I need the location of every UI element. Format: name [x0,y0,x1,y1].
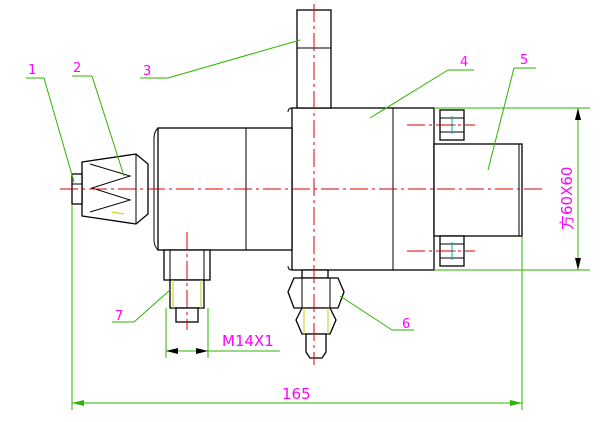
bottom-fitting [287,269,345,359]
leaders [26,39,536,331]
label-part-2: 2 [73,61,81,76]
label-part-3: 3 [143,64,151,79]
right-shaft [433,143,523,237]
centerlines [60,4,545,365]
knurled-nut [81,153,149,225]
dim-square-text: 方60X60 [558,167,576,230]
label-part-6: 6 [402,317,410,332]
label-part-1: 1 [28,63,36,78]
dim-thread-text: M14X1 [222,332,274,350]
dim-thread [165,308,280,358]
label-part-4: 4 [460,55,468,70]
dim-overall [71,205,523,410]
label-part-7: 7 [115,309,123,324]
dim-overall-text: 165 [282,385,311,403]
dim-square [434,107,590,271]
label-part-5: 5 [520,53,528,68]
